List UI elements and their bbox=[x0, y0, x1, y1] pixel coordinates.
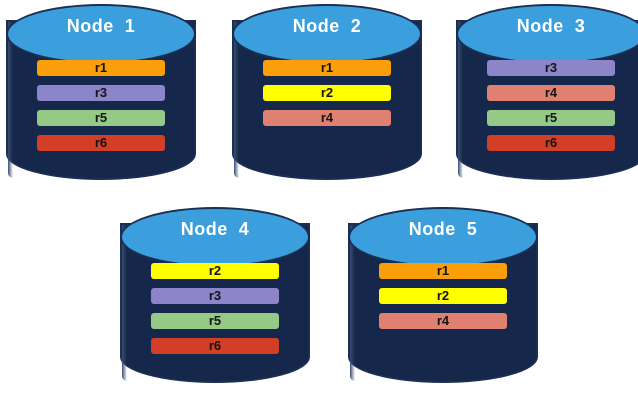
replica-bar[interactable]: r4 bbox=[487, 85, 615, 101]
cylinder-top-disc bbox=[348, 207, 538, 267]
replica-bar[interactable]: r2 bbox=[379, 288, 507, 304]
replica-bar[interactable]: r6 bbox=[37, 135, 165, 151]
replica-bar[interactable]: r2 bbox=[263, 85, 391, 101]
replica-bar[interactable]: r1 bbox=[263, 60, 391, 76]
cylinder-top-disc bbox=[120, 207, 310, 267]
replica-bar[interactable]: r5 bbox=[37, 110, 165, 126]
replica-bar[interactable]: r3 bbox=[487, 60, 615, 76]
replica-bar[interactable]: r5 bbox=[151, 313, 279, 329]
database-node-3[interactable]: Node 3 r3 r4 r5 r6 bbox=[450, 2, 638, 192]
database-node-2[interactable]: Node 2 r1 r2 r4 bbox=[226, 2, 428, 192]
replica-bar[interactable]: r1 bbox=[37, 60, 165, 76]
replica-bar[interactable]: r5 bbox=[487, 110, 615, 126]
database-node-4[interactable]: Node 4 r2 r3 r5 r6 bbox=[114, 205, 316, 395]
replica-bar[interactable]: r2 bbox=[151, 263, 279, 279]
replica-list: r1 r2 r4 bbox=[263, 60, 391, 135]
replica-bar[interactable]: r1 bbox=[379, 263, 507, 279]
replica-bar[interactable]: r3 bbox=[151, 288, 279, 304]
replica-bar[interactable]: r4 bbox=[263, 110, 391, 126]
replica-bar[interactable]: r3 bbox=[37, 85, 165, 101]
database-node-5[interactable]: Node 5 r1 r2 r4 bbox=[342, 205, 544, 395]
database-node-1[interactable]: Node 1 r1 r3 r5 r6 bbox=[0, 2, 202, 192]
cylinder-top-disc bbox=[232, 4, 422, 64]
cylinder-top-disc bbox=[456, 4, 638, 64]
replica-list: r2 r3 r5 r6 bbox=[151, 263, 279, 363]
replica-bar[interactable]: r6 bbox=[487, 135, 615, 151]
replica-list: r3 r4 r5 r6 bbox=[487, 60, 615, 160]
cylinder-top-disc bbox=[6, 4, 196, 64]
replica-bar[interactable]: r4 bbox=[379, 313, 507, 329]
replica-bar[interactable]: r6 bbox=[151, 338, 279, 354]
replica-list: r1 r3 r5 r6 bbox=[37, 60, 165, 160]
replica-list: r1 r2 r4 bbox=[379, 263, 507, 338]
